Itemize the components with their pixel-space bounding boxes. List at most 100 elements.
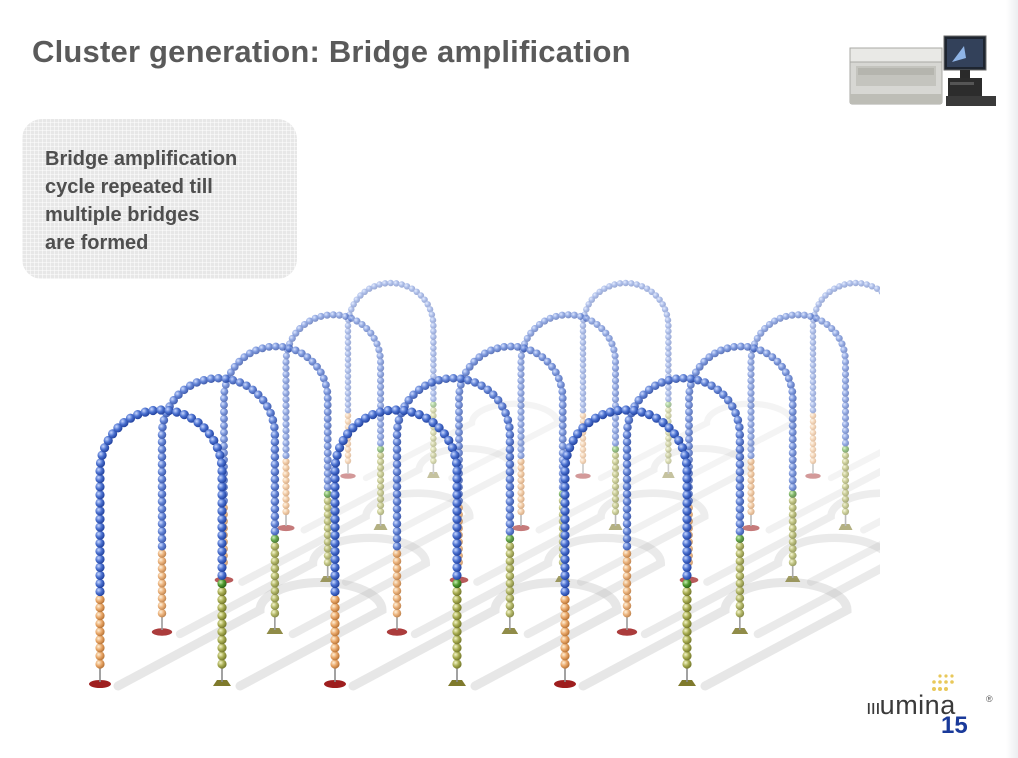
- bead: [394, 415, 404, 425]
- bead: [682, 482, 692, 492]
- bead: [192, 378, 202, 387]
- bead: [323, 462, 332, 471]
- bead: [682, 474, 692, 484]
- bead: [611, 433, 620, 441]
- bead: [592, 292, 599, 299]
- bead: [370, 334, 378, 342]
- bead: [199, 423, 209, 433]
- bead: [682, 522, 692, 532]
- bead: [321, 380, 330, 389]
- bead: [217, 603, 227, 613]
- bead: [573, 429, 583, 439]
- bead: [788, 524, 797, 533]
- bead: [430, 406, 437, 414]
- bead: [622, 467, 632, 476]
- bead: [323, 483, 332, 492]
- bead: [517, 483, 525, 491]
- bridge: [575, 279, 675, 479]
- bead: [157, 460, 167, 469]
- bead: [841, 489, 850, 497]
- bead: [452, 570, 462, 580]
- bead: [282, 420, 290, 428]
- bead: [452, 586, 462, 597]
- bead: [452, 578, 462, 589]
- bead: [622, 489, 632, 499]
- bead: [664, 423, 674, 433]
- bridge-amplification-illustration: [89, 279, 880, 691]
- bridge-shadow: [175, 533, 431, 639]
- bead: [513, 342, 522, 351]
- bead: [788, 531, 797, 539]
- bead: [330, 603, 340, 613]
- bead: [788, 476, 797, 485]
- bead: [560, 482, 570, 492]
- bead: [527, 329, 535, 337]
- bead: [417, 292, 425, 299]
- bead: [747, 426, 755, 435]
- bead: [282, 414, 290, 422]
- bead: [157, 474, 167, 484]
- bead: [784, 374, 793, 383]
- anchor-red: [554, 680, 576, 688]
- bead: [270, 430, 280, 439]
- bead: [868, 283, 876, 290]
- bead: [852, 279, 859, 287]
- bead: [330, 546, 340, 556]
- bead: [590, 413, 601, 423]
- bead: [505, 460, 515, 469]
- bead: [434, 375, 444, 385]
- bead: [505, 489, 515, 499]
- bead: [841, 414, 850, 422]
- bead: [735, 460, 745, 469]
- bead: [778, 362, 786, 371]
- bead: [330, 530, 340, 540]
- bead: [157, 497, 167, 506]
- bead: [747, 483, 755, 491]
- bead: [452, 498, 462, 508]
- bead: [383, 405, 393, 416]
- bead: [392, 512, 402, 521]
- bead: [836, 283, 843, 290]
- bead: [679, 374, 688, 383]
- bead: [493, 396, 503, 405]
- bead: [841, 470, 850, 478]
- bead: [747, 370, 755, 378]
- bead: [517, 420, 525, 428]
- bead: [659, 301, 666, 308]
- bead: [863, 281, 871, 288]
- bead: [413, 288, 420, 296]
- bead: [392, 601, 402, 611]
- bead: [622, 482, 632, 491]
- bead: [179, 385, 189, 395]
- bead: [330, 659, 340, 669]
- bead: [323, 455, 332, 464]
- bead: [788, 435, 797, 444]
- bead: [611, 470, 620, 478]
- bead: [788, 462, 797, 471]
- bead: [282, 433, 290, 441]
- bead: [579, 435, 587, 442]
- bead: [788, 394, 797, 403]
- bead: [735, 504, 745, 514]
- bead: [622, 564, 632, 573]
- bead: [579, 361, 587, 369]
- bead: [311, 314, 319, 322]
- bead: [579, 367, 587, 374]
- bead: [682, 578, 692, 589]
- bead: [377, 451, 385, 460]
- bead: [439, 429, 449, 439]
- bead: [622, 571, 632, 581]
- bead: [598, 410, 608, 420]
- bead: [217, 619, 227, 629]
- bead: [270, 489, 280, 499]
- bead: [517, 439, 525, 447]
- bead: [809, 389, 817, 397]
- bead: [300, 320, 309, 329]
- bead: [558, 442, 567, 451]
- illumina-logo-dots: [932, 674, 954, 691]
- bead: [773, 357, 782, 366]
- bead: [596, 288, 603, 296]
- bead: [505, 594, 515, 603]
- bead: [656, 296, 663, 303]
- bead: [682, 611, 692, 621]
